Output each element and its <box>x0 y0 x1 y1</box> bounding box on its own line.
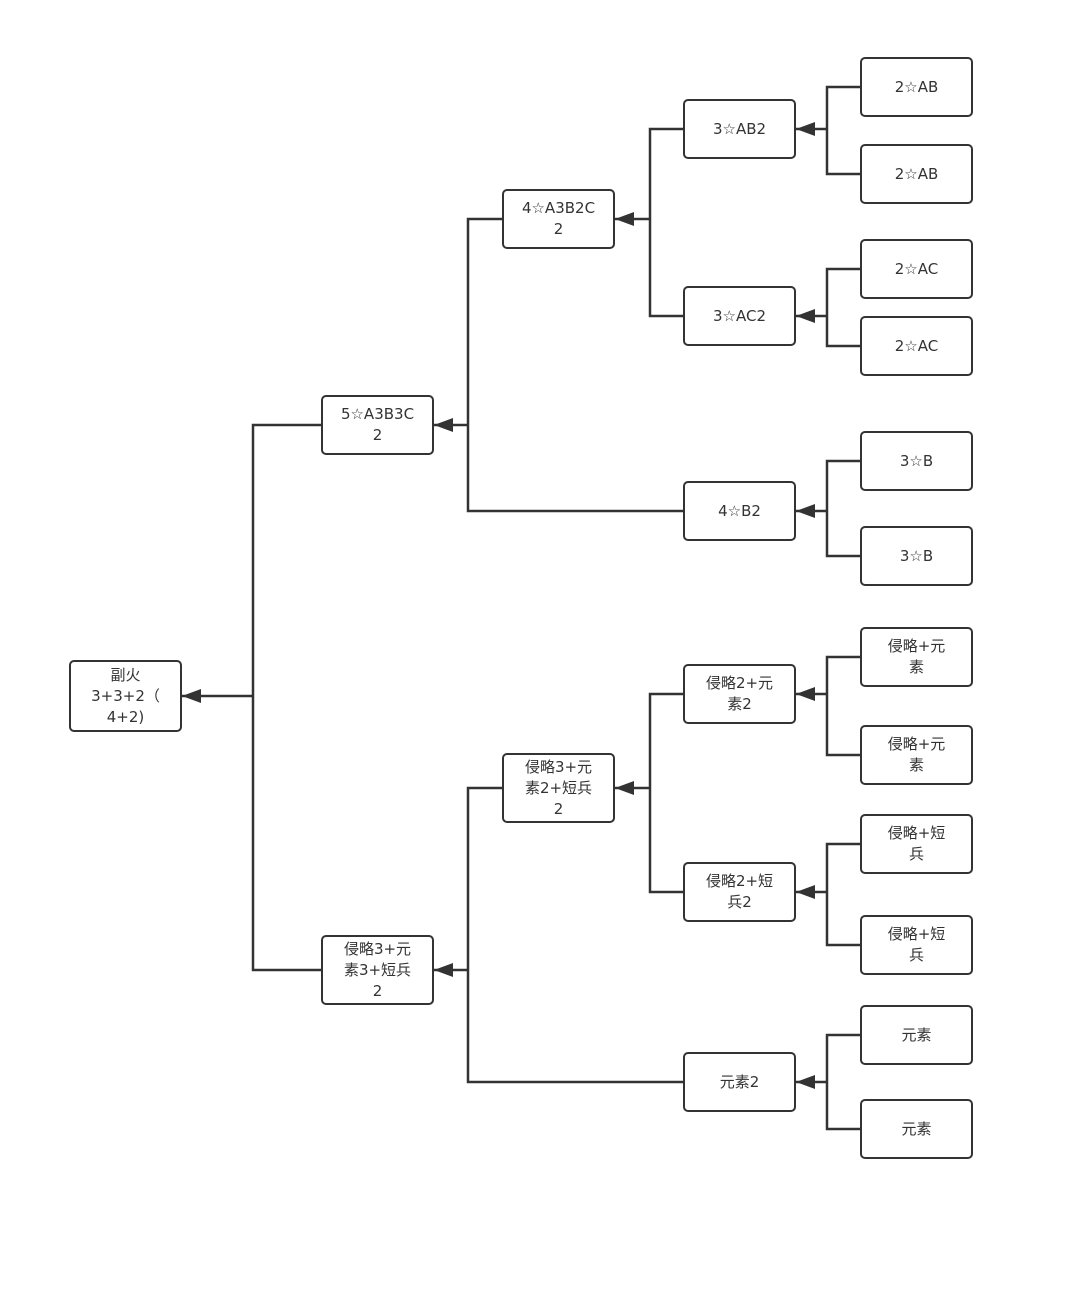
node-label: 5☆A3B3C 2 <box>340 405 415 444</box>
arrowhead-icon <box>182 689 201 703</box>
connector-branch <box>648 219 683 318</box>
connector-branch <box>825 694 860 757</box>
arrowhead-icon <box>434 963 453 977</box>
connector-branch <box>648 692 683 788</box>
node-invade-short-2[interactable]: 侵略+短 兵 <box>860 915 973 975</box>
connector-branch <box>251 423 321 696</box>
connector-branch <box>648 127 683 219</box>
node-3star-b-2[interactable]: 3☆B <box>860 526 973 586</box>
node-2star-ac-1[interactable]: 2☆AC <box>860 239 973 299</box>
node-elem-2[interactable]: 元素 <box>860 1099 973 1159</box>
connector-branch <box>825 1033 860 1082</box>
connector-branch <box>825 511 860 558</box>
node-label: 3☆AC2 <box>712 306 766 325</box>
node-label: 侵略+短 兵 <box>887 824 946 863</box>
node-5star-a3b3c2[interactable]: 5☆A3B3C 2 <box>321 395 434 455</box>
node-label: 侵略+短 兵 <box>887 925 946 964</box>
node-label: 元素2 <box>719 1072 760 1091</box>
node-label: 2☆AB <box>894 77 939 96</box>
connector-branch <box>825 85 860 129</box>
connector-branch <box>825 267 860 316</box>
connector-branch <box>466 786 502 970</box>
node-label: 3☆B <box>899 546 934 565</box>
arrowhead-icon <box>796 309 815 323</box>
node-root[interactable]: 副火 3+3+2（ 4+2) <box>69 660 182 732</box>
connector-branch <box>825 655 860 694</box>
node-label: 4☆B2 <box>718 501 761 520</box>
node-invade3-elem3-short2[interactable]: 侵略3+元 素3+短兵 2 <box>321 935 434 1005</box>
node-invade-short-1[interactable]: 侵略+短 兵 <box>860 814 973 874</box>
node-label: 2☆AC <box>894 336 939 355</box>
connector-branch <box>825 842 860 892</box>
node-label: 2☆AC <box>894 259 939 278</box>
node-elem2[interactable]: 元素2 <box>683 1052 796 1112</box>
node-label: 3☆B <box>899 451 934 470</box>
node-3star-ac2[interactable]: 3☆AC2 <box>683 286 796 346</box>
node-invade-elem-1[interactable]: 侵略+元 素 <box>860 627 973 687</box>
node-label: 侵略2+短 兵2 <box>705 872 774 911</box>
node-label: 侵略+元 素 <box>887 637 946 676</box>
connector-branch <box>648 788 683 894</box>
node-3star-b-1[interactable]: 3☆B <box>860 431 973 491</box>
node-4star-a3b2c2[interactable]: 4☆A3B2C 2 <box>502 189 615 249</box>
node-invade2-short2[interactable]: 侵略2+短 兵2 <box>683 862 796 922</box>
node-invade3-elem2-short2[interactable]: 侵略3+元 素2+短兵 2 <box>502 753 615 823</box>
node-invade-elem-2[interactable]: 侵略+元 素 <box>860 725 973 785</box>
arrowhead-icon <box>796 885 815 899</box>
node-3star-ab2[interactable]: 3☆AB2 <box>683 99 796 159</box>
connector-branch <box>825 892 860 947</box>
arrowhead-icon <box>615 781 634 795</box>
arrowhead-icon <box>796 122 815 136</box>
node-label: 侵略3+元 素3+短兵 2 <box>343 939 412 1000</box>
arrowhead-icon <box>796 687 815 701</box>
node-label: 元素 <box>901 1119 932 1138</box>
node-label: 3☆AB2 <box>712 119 767 138</box>
node-label: 副火 3+3+2（ 4+2) <box>91 665 160 726</box>
connector-branch <box>825 129 860 176</box>
node-label: 侵略+元 素 <box>887 735 946 774</box>
arrowhead-icon <box>615 212 634 226</box>
connector-branch <box>466 425 683 513</box>
node-label: 侵略3+元 素2+短兵 2 <box>524 757 593 818</box>
arrowhead-icon <box>796 504 815 518</box>
connector-branch <box>466 217 502 425</box>
node-label: 4☆A3B2C 2 <box>521 199 596 238</box>
node-label: 元素 <box>901 1025 932 1044</box>
arrowhead-icon <box>434 418 453 432</box>
arrowhead-icon <box>796 1075 815 1089</box>
node-2star-ab-1[interactable]: 2☆AB <box>860 57 973 117</box>
connector-branch <box>825 316 860 348</box>
connector-branch <box>825 1082 860 1131</box>
node-invade2-elem2[interactable]: 侵略2+元 素2 <box>683 664 796 724</box>
node-label: 2☆AB <box>894 164 939 183</box>
node-2star-ab-2[interactable]: 2☆AB <box>860 144 973 204</box>
connector-branch <box>825 459 860 511</box>
node-4star-b2[interactable]: 4☆B2 <box>683 481 796 541</box>
node-label: 侵略2+元 素2 <box>705 674 774 713</box>
connector-branch <box>466 970 683 1084</box>
connector-branch <box>251 696 321 972</box>
node-2star-ac-2[interactable]: 2☆AC <box>860 316 973 376</box>
node-elem-1[interactable]: 元素 <box>860 1005 973 1065</box>
